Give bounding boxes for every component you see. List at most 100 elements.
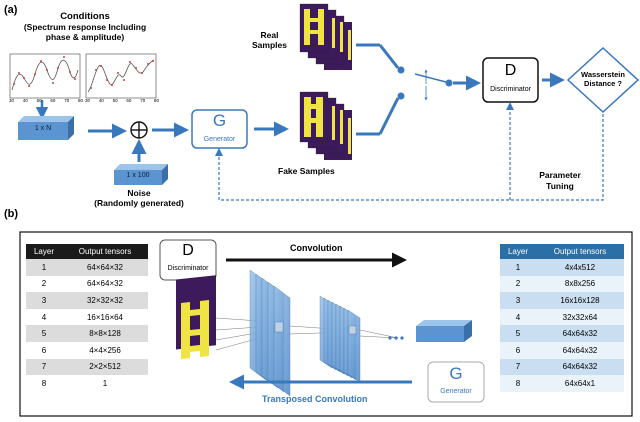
noise-vector-label: 1 x 100 bbox=[126, 172, 150, 179]
right-tensor-cell: 32x32x64 bbox=[536, 308, 624, 326]
discriminator-letter-a: D bbox=[504, 62, 517, 79]
latent-vector-box bbox=[416, 320, 472, 342]
right-layer-cell: 1 bbox=[500, 259, 536, 276]
generator-letter-a: G bbox=[212, 111, 227, 130]
left-layer-cell: 2 bbox=[26, 275, 62, 293]
wasserstein-label-line1: Wasserstein bbox=[581, 70, 625, 79]
panel-a-tag: (a) bbox=[4, 4, 18, 16]
conditions-title: Conditions (Spectrum response Including … bbox=[10, 11, 160, 43]
spectrum-plot-left bbox=[9, 53, 81, 99]
feedback-loop bbox=[218, 108, 604, 201]
right-tensor-cell: 4x4x512 bbox=[536, 259, 624, 276]
left-layer-cell: 4 bbox=[26, 308, 62, 326]
right-table-header-layer: Layer bbox=[500, 244, 536, 259]
transposed-convolution-label: Transposed Convolution bbox=[262, 394, 368, 404]
left-tensor-cell: 32×32×32 bbox=[62, 292, 148, 309]
conditions-title-line1: Conditions bbox=[60, 11, 110, 22]
right-tensor-cell: 8x8x256 bbox=[536, 275, 624, 293]
fake-samples-stack bbox=[299, 91, 352, 160]
right-layer-cell: 2 bbox=[500, 275, 536, 293]
left-tensor-cell: 2×2×512 bbox=[62, 358, 148, 376]
right-layer-cell: 5 bbox=[500, 325, 536, 342]
condition-vector-box bbox=[18, 116, 74, 140]
plot-right-tick-80: 80 bbox=[153, 98, 159, 103]
left-layer-cell: 8 bbox=[26, 375, 62, 392]
parameter-tuning-label: Parameter Tuning bbox=[520, 170, 600, 192]
wasserstein-decision bbox=[566, 46, 640, 114]
left-tensor-cell: 4×4×256 bbox=[62, 341, 148, 359]
input-sample-image bbox=[176, 275, 216, 359]
discriminator-label-b: Discriminator bbox=[167, 265, 209, 272]
parameter-tuning-line1: Parameter bbox=[539, 170, 581, 180]
plot-right-tick-60: 60 bbox=[126, 98, 132, 103]
plot-right-tick-40: 40 bbox=[98, 98, 104, 103]
right-layer-cell: 4 bbox=[500, 308, 536, 326]
plot-right-tick-50: 50 bbox=[112, 98, 118, 103]
plot-left-tick-80: 80 bbox=[77, 98, 83, 103]
generator-box-a bbox=[191, 109, 248, 149]
right-tensor-cell: 64x64x1 bbox=[536, 375, 624, 392]
switch-blade bbox=[414, 73, 447, 83]
left-table-header-tensors: Output tensors bbox=[62, 244, 148, 259]
conv-layer-stack-2 bbox=[319, 295, 361, 383]
real-samples-label-line1: Real bbox=[260, 30, 279, 40]
conditions-title-line3: phase & amplitude) bbox=[45, 32, 125, 42]
noise-label-line1: Noise bbox=[127, 188, 151, 198]
real-samples-stack bbox=[299, 3, 352, 70]
left-table-header-row: Layer Output tensors bbox=[26, 244, 148, 259]
right-layer-cell: 7 bbox=[500, 358, 536, 376]
left-layer-cell: 5 bbox=[26, 325, 62, 342]
plot-right-tick-70: 70 bbox=[140, 98, 146, 103]
right-tensor-cell: 16x16x128 bbox=[536, 292, 624, 309]
plot-left-tick-70: 70 bbox=[64, 98, 70, 103]
feedback-arrowhead-discriminator bbox=[506, 102, 514, 110]
plot-x-ticks-left: 30 40 50 60 70 80 bbox=[9, 98, 83, 103]
condition-vector-label: 1 x N bbox=[34, 125, 52, 132]
switch-node-real bbox=[397, 66, 405, 74]
left-layer-cell: 7 bbox=[26, 358, 62, 376]
left-tensor-cell: 8×8×128 bbox=[62, 325, 148, 342]
line-fake-up bbox=[378, 97, 400, 135]
feedback-arrowhead-generator bbox=[215, 148, 223, 156]
discriminator-label-a: Discriminator bbox=[490, 86, 531, 93]
noise-label: Noise (Randomly generated) bbox=[88, 188, 190, 208]
plot-right-tick-30: 30 bbox=[85, 98, 91, 103]
discriminator-letter-b: D bbox=[182, 242, 194, 259]
convolution-label: Convolution bbox=[290, 243, 343, 253]
right-tensor-cell: 64x64x32 bbox=[536, 325, 624, 342]
right-layer-cell: 6 bbox=[500, 341, 536, 359]
plot-left-tick-40: 40 bbox=[22, 98, 28, 103]
conv-layer-stack-1 bbox=[249, 269, 291, 397]
spectrum-plot-right bbox=[85, 53, 157, 99]
sum-node-icon bbox=[130, 121, 148, 139]
noise-label-line2: (Randomly generated) bbox=[94, 198, 184, 208]
discriminator-box-a bbox=[482, 57, 539, 103]
wasserstein-label: Wasserstein Distance ? bbox=[570, 70, 636, 88]
real-samples-label: Real Samples bbox=[252, 30, 287, 50]
right-tensor-cell: 64x64x32 bbox=[536, 358, 624, 376]
real-samples-label-line2: Samples bbox=[252, 40, 287, 50]
right-table-header-tensors: Output tensors bbox=[536, 244, 624, 259]
right-layer-cell: 8 bbox=[500, 375, 536, 392]
left-tensor-cell: 64×64×32 bbox=[62, 275, 148, 293]
plot-left-tick-60: 60 bbox=[50, 98, 56, 103]
left-layer-cell: 6 bbox=[26, 341, 62, 359]
plot-left-tick-30: 30 bbox=[9, 98, 15, 103]
left-table-header-layer: Layer bbox=[26, 244, 62, 259]
switch-node-out bbox=[445, 79, 453, 87]
